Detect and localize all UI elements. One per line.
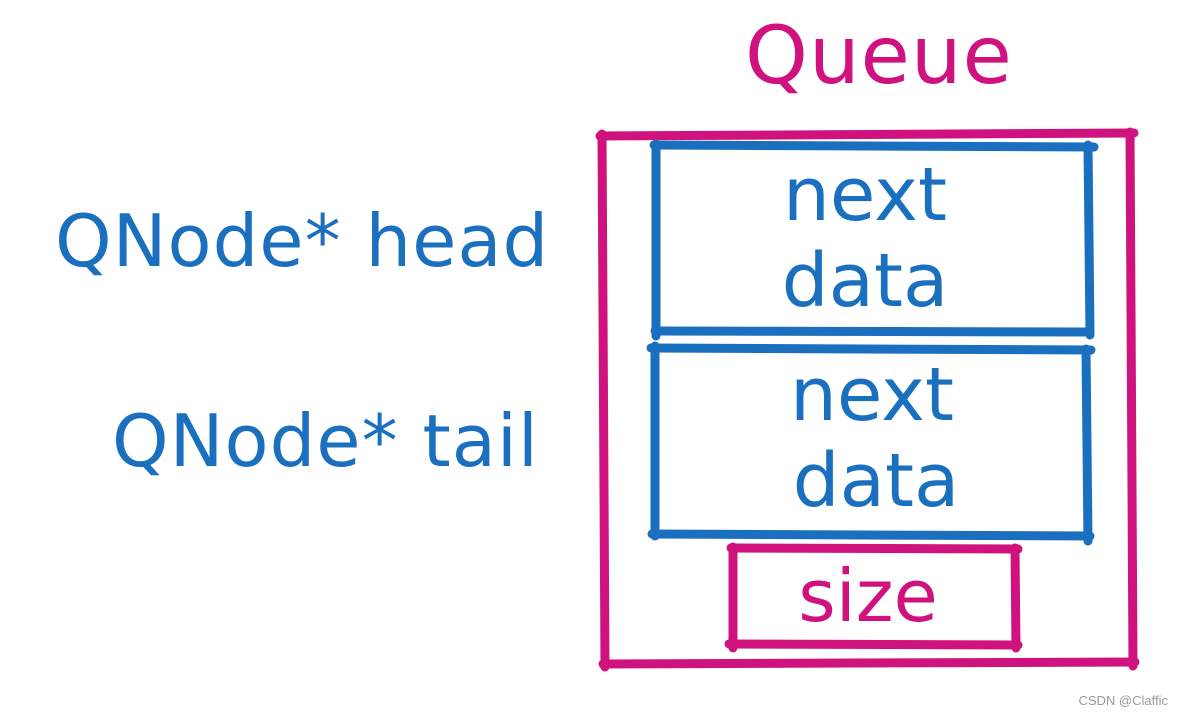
head-pointer-label: QNode* head (55, 199, 550, 283)
node1-data-field: data (781, 238, 949, 324)
node2-data-field: data (792, 438, 960, 524)
diagram-title: Queue (745, 9, 1013, 102)
node1-next-field: next (783, 152, 947, 238)
queue-box (595, 127, 1140, 672)
tail-pointer-label: QNode* tail (112, 399, 539, 483)
watermark: CSDN @Claffic (1078, 693, 1168, 708)
size-field: size (798, 554, 938, 638)
node-box-head (649, 139, 1099, 341)
size-box (724, 542, 1023, 653)
node-box-tail (646, 341, 1096, 546)
node2-next-field: next (790, 352, 954, 438)
